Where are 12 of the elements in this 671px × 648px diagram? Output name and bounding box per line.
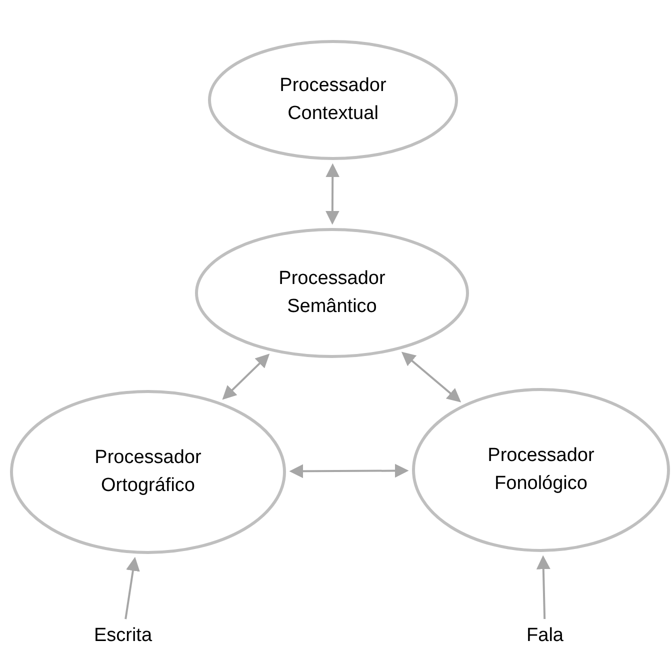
arrow — [124, 556, 140, 620]
input-label: Escrita — [94, 625, 152, 647]
arrow — [401, 352, 462, 402]
node-label: Processador Fonológico — [486, 444, 596, 496]
arrow — [222, 354, 270, 400]
node-label: Processador Ortográfico — [94, 446, 202, 498]
arrow — [325, 163, 340, 225]
input-label: Fala — [526, 625, 564, 647]
node-label: Processador Semântico — [278, 267, 386, 319]
arrow — [289, 464, 409, 478]
node-label: Processador Contextual — [278, 74, 388, 126]
arrow — [536, 555, 550, 620]
